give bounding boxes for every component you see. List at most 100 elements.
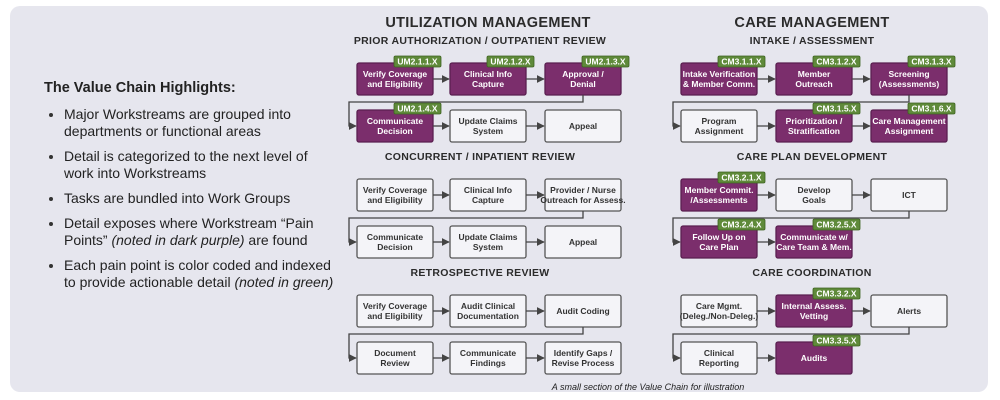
workgroup-label: Clinical Info [464,185,512,195]
workgroup-care-mgmt-deleg-non-deleg: Care Mgmt.(Deleg./Non-Deleg.) [680,294,758,328]
index-badge [812,102,861,115]
index-badge-label: CM3.1.5.X [816,104,856,114]
workgroup-label: Provider / Nurse [550,185,616,195]
highlight-text: Major Workstreams are grouped into depar… [64,106,291,139]
workgroup-label: Stratification [788,126,840,136]
workgroup-audits: Audits CM3.3.5.X [775,334,861,375]
workgroup-label: Identify Gaps / [554,348,613,358]
workgroup-label: Verify Coverage [363,185,428,195]
index-badge [393,55,442,68]
workgroup-label: Clinical Info [464,69,512,79]
workgroup-audit-coding: Audit Coding [544,294,622,328]
section-title-intake-assessment: INTAKE / ASSESSMENT [750,35,875,47]
workgroup-label: System [473,242,504,252]
workgroup-label: Communicate w/ [780,232,848,242]
workgroup-label: Documentation [457,311,519,321]
workgroup-alerts: Alerts [870,294,948,328]
index-badge [812,287,861,300]
workgroup-label: Verify Coverage [363,69,428,79]
workgroup-label: Capture [472,195,504,205]
workgroup-label: Decision [377,126,412,136]
wrap-connector [348,95,584,130]
highlights-title: The Value Chain Highlights: [44,80,236,96]
workgroup-label: Clinical [704,348,734,358]
dept-title-utilization-management: UTILIZATION MANAGEMENT [385,15,590,31]
section-title-concurrent-inpatient-review: CONCURRENT / INPATIENT REVIEW [385,151,575,163]
workgroup-label: Vetting [800,311,828,321]
workgroup-label: Reporting [699,358,739,368]
index-badge [812,218,861,231]
workgroup-label: Screening [888,69,929,79]
wrap-connector [672,211,910,246]
workgroup-label: and Eligibility [367,195,423,205]
index-badge-label: UM2.1.2.X [490,57,530,67]
workgroup-box [544,341,622,375]
workgroup-label: Update Claims [458,116,517,126]
workgroup-label: Goals [802,195,826,205]
highlight-text: Detail exposes where Workstream “Pain Po… [64,215,314,248]
workgroup-label: Appeal [569,121,597,131]
section-title-care-plan-development: CARE PLAN DEVELOPMENT [737,151,888,163]
workgroup-identify-gaps-revise-process: Identify Gaps /Revise Process [544,341,622,375]
workgroup-label: Member [798,69,831,79]
workgroup-intake-verification-member-comm: Intake Verification& Member Comm.CM3.1.1… [680,55,766,96]
workgroup-label: /Assessments [690,195,747,205]
workgroup-label: Communicate [367,232,423,242]
highlight-text: Tasks are bundled into Work Groups [64,190,291,206]
workgroup-label: Internal Assess. [782,301,847,311]
workgroup-label: Communicate [367,116,423,126]
workgroup-label: Audits [801,353,828,363]
index-badge-label: CM3.3.5.X [816,336,856,346]
workgroup-label: Member Commit. [685,185,754,195]
workgroup-label: (Assessments) [879,79,940,89]
workgroup-label: Document [374,348,416,358]
workgroup-screening-assessments: Screening(Assessments)CM3.1.3.X [870,55,956,96]
index-badge-label: CM3.1.6.X [911,104,951,114]
highlight-item: Each pain point is color coded and index… [64,257,334,291]
index-badge-label: CM3.2.4.X [721,220,761,230]
workgroup-label: Alerts [897,306,921,316]
workgroup-label: Assignment [885,126,934,136]
caption: A small section of the Value Chain for i… [551,382,744,392]
index-badge [581,55,630,68]
highlight-note: (noted in dark purple) [111,232,245,248]
index-badge [907,55,956,68]
index-badge [717,55,766,68]
workgroup-label: Program [702,116,737,126]
index-badge [812,55,861,68]
workgroup-label: Develop [797,185,830,195]
sections-layer: PRIOR AUTHORIZATION / OUTPATIENT REVIEWV… [348,35,956,375]
highlights-panel: The Value Chain Highlights: Major Workst… [44,80,334,299]
highlight-text: Detail is categorized to the next level … [64,148,308,181]
index-badge [486,55,535,68]
wrap-connector [348,211,584,246]
highlight-item: Tasks are bundled into Work Groups [64,190,334,207]
workgroup-ict: ICT [870,178,948,212]
index-badge-label: CM3.2.5.X [816,220,856,230]
highlight-item: Major Workstreams are grouped into depar… [64,106,334,140]
dept-title-care-management: CARE MANAGEMENT [734,15,889,31]
workgroup-label: Care Mgmt. [696,301,742,311]
highlight-note: (noted in green) [234,274,334,290]
index-badge [907,102,956,115]
workgroup-label: Revise Process [552,358,615,368]
wrap-connector [672,95,910,130]
workgroup-label: Assignment [695,126,744,136]
workgroup-label: Audit Clinical [461,301,515,311]
workgroup-label: and Eligibility [367,311,423,321]
highlight-item: Detail is categorized to the next level … [64,148,334,182]
wrap-connector [348,327,584,362]
